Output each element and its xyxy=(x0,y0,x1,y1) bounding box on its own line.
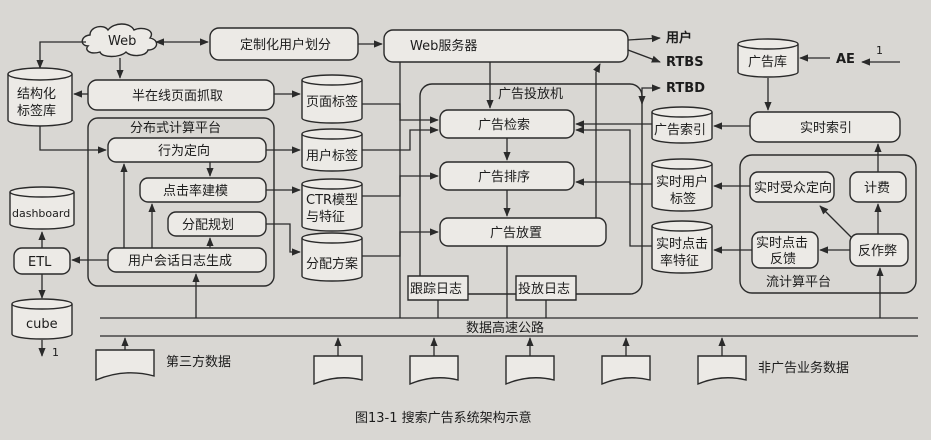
allocation-plan-label: 分配方案 xyxy=(306,256,358,272)
dashboard-label: dashboard xyxy=(12,207,70,220)
user-label: 用户 xyxy=(665,30,692,46)
realtime-user-tags-line2: 标签 xyxy=(670,191,696,207)
web-server-label: Web服务器 xyxy=(410,38,477,54)
business-data-doc-3 xyxy=(505,355,555,386)
semi-online-crawl-box xyxy=(87,79,275,111)
allocation-planning-label: 分配规划 xyxy=(182,218,234,233)
realtime-ctr-features-db xyxy=(651,220,713,274)
session-log-label: 用户会话日志生成 xyxy=(128,253,232,269)
distributed-platform-group xyxy=(87,117,275,287)
business-data-doc-4 xyxy=(601,355,651,386)
page-tags-db xyxy=(301,74,363,124)
ae-count-label: 1 xyxy=(876,44,883,57)
web-server-box xyxy=(383,29,629,63)
realtime-ctr-features-line2: 率特征 xyxy=(660,253,699,269)
structured-tag-db-line2: 标签库 xyxy=(17,103,56,119)
rtbs-label: RTBS xyxy=(666,55,704,70)
ad-library-db xyxy=(737,38,799,78)
semi-online-crawl-label: 半在线页面抓取 xyxy=(132,89,223,104)
ad-library-label: 广告库 xyxy=(748,54,787,70)
realtime-user-tags-db xyxy=(651,158,713,212)
ae-label: AE xyxy=(836,52,855,67)
ad-index-db xyxy=(651,106,713,144)
connectors xyxy=(36,34,900,357)
cube-count-label: 1 xyxy=(52,346,59,359)
distributed-platform-label: 分布式计算平台 xyxy=(130,121,221,136)
realtime-click-feedback-line2: 反馈 xyxy=(770,252,796,267)
realtime-audience-label: 实时受众定向 xyxy=(754,180,832,196)
ctr-model-features-line1: CTR模型 xyxy=(306,193,358,208)
user-tags-db xyxy=(301,128,363,172)
ad-retrieval-label: 广告检索 xyxy=(478,118,530,133)
dashboard-db xyxy=(9,186,75,230)
anti-fraud-label: 反作弊 xyxy=(858,243,897,259)
realtime-click-feedback-line1: 实时点击 xyxy=(756,236,808,251)
ad-placement-label: 广告放置 xyxy=(490,226,542,241)
user-tags-label: 用户标签 xyxy=(306,148,358,164)
billing-label: 计费 xyxy=(864,181,890,196)
realtime-audience-box xyxy=(749,171,835,203)
custom-user-segmentation-label: 定制化用户划分 xyxy=(240,37,331,53)
ad-placement-box xyxy=(439,217,607,247)
business-data-doc-2 xyxy=(409,355,459,386)
realtime-index-box xyxy=(749,111,901,143)
third-party-data-label: 第三方数据 xyxy=(166,354,231,370)
behavior-targeting-label: 行为定向 xyxy=(158,143,210,159)
business-data-doc-1 xyxy=(313,355,363,386)
web-label: Web xyxy=(108,34,136,49)
ad-index-label: 广告索引 xyxy=(654,123,706,138)
ctr-modeling-label: 点击率建模 xyxy=(163,183,228,199)
ad-server-label: 广告投放机 xyxy=(498,86,563,102)
cube-label: cube xyxy=(26,317,58,332)
data-highway-label: 数据高速公路 xyxy=(466,320,544,336)
third-party-data-doc xyxy=(95,349,155,382)
web-cloud-icon xyxy=(81,23,158,58)
delivery-log-label: 投放日志 xyxy=(518,281,570,297)
realtime-user-tags-line1: 实时用户 xyxy=(656,174,708,190)
realtime-ctr-features-line1: 实时点击 xyxy=(656,237,708,252)
ad-ranking-label: 广告排序 xyxy=(478,170,530,185)
tracking-log-doc xyxy=(407,275,469,301)
delivery-log-doc xyxy=(515,275,577,301)
non-ad-business-data-label: 非广告业务数据 xyxy=(758,360,849,376)
cube-db xyxy=(11,298,73,340)
tracking-log-label: 跟踪日志 xyxy=(410,282,462,297)
rtbd-label: RTBD xyxy=(666,81,705,96)
structured-tag-db-line1: 结构化 xyxy=(17,87,56,102)
structured-tag-db xyxy=(7,67,73,127)
realtime-index-label: 实时索引 xyxy=(800,121,852,136)
ctr-model-features-db xyxy=(301,178,363,232)
etl-label: ETL xyxy=(28,255,52,270)
page-tags-label: 页面标签 xyxy=(306,94,358,110)
business-data-doc-5 xyxy=(697,355,747,386)
ctr-model-features-line2: 与特征 xyxy=(306,210,345,225)
figure-caption: 图13-1 搜索广告系统架构示意 xyxy=(355,410,532,426)
stream-platform-group xyxy=(739,154,917,294)
allocation-plan-db xyxy=(301,232,363,282)
stream-platform-label: 流计算平台 xyxy=(766,275,831,290)
